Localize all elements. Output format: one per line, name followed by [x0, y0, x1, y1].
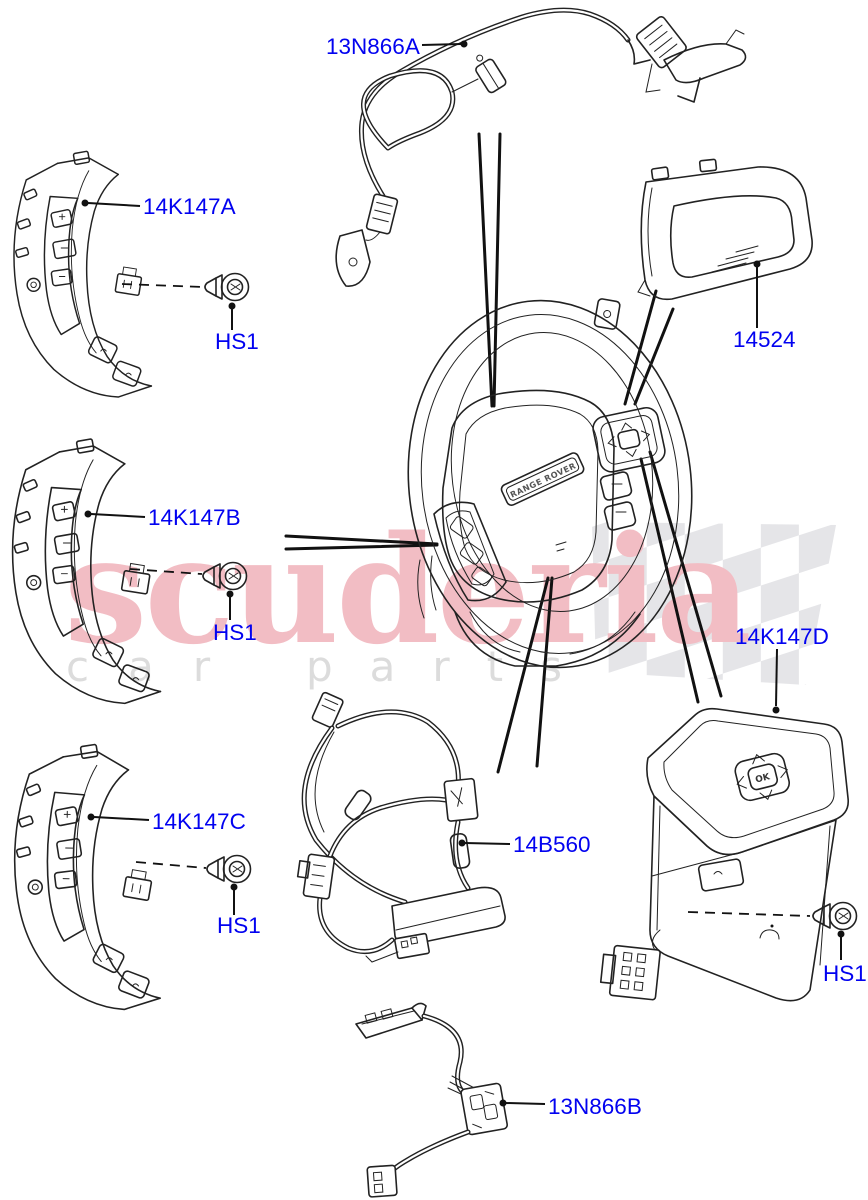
switch-pack-c-drawing [11, 742, 166, 1011]
part-number-screw-3[interactable]: HS1 [217, 913, 261, 938]
part-number-switch-pack-b[interactable]: 14K147B [148, 505, 241, 530]
range-rover-badge: RANGE ROVER [500, 452, 585, 506]
switch-pack-d-drawing: OK [599, 707, 850, 1002]
part-number-switch-pack-c[interactable]: 14K147C [152, 809, 246, 834]
callout-labels: 13N866A 14K147A HS1 14K147B HS1 14K147C … [81, 34, 867, 1119]
leader-wedges [284, 132, 723, 774]
part-number-switch-pack-d[interactable]: 14K147D [735, 624, 829, 649]
part-number-top-harness[interactable]: 13N866A [326, 34, 420, 59]
column-tab [593, 298, 621, 330]
watermark: scuderia car parts [64, 503, 836, 691]
right-switch-pod [592, 406, 666, 473]
part-number-bezel[interactable]: 14524 [733, 327, 796, 352]
module-harness-14B560-drawing [296, 691, 506, 963]
watermark-tagline-word1: car [66, 642, 249, 691]
part-number-module-harness[interactable]: 14B560 [513, 832, 591, 857]
dpad-ok-text: OK [754, 772, 772, 785]
checkered-flag [592, 522, 836, 685]
part-number-switch-pack-a[interactable]: 14K147A [143, 194, 236, 219]
switch-pack-a-drawing [13, 150, 153, 398]
harness-13N866B-drawing [355, 1002, 509, 1198]
bezel-14524-drawing [637, 158, 813, 301]
part-number-bottom-harness[interactable]: 13N866B [548, 1094, 642, 1119]
left-switch-pod [433, 501, 507, 602]
part-number-screw-2[interactable]: HS1 [213, 620, 257, 645]
screws [121, 272, 858, 931]
part-number-screw-4[interactable]: HS1 [823, 961, 867, 986]
part-number-screw-1[interactable]: HS1 [215, 329, 259, 354]
watermark-brand: scuderia [64, 503, 749, 677]
